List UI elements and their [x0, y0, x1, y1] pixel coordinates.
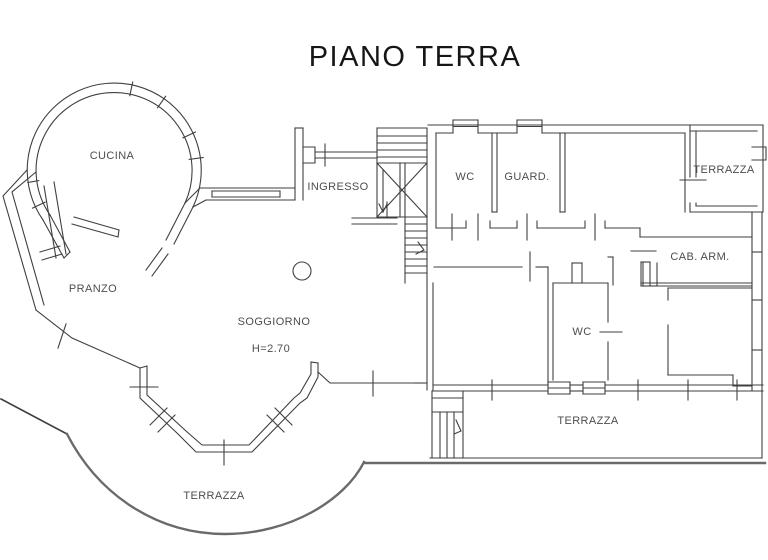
room-label-cabina-armadio: CAB. ARM.: [670, 251, 729, 263]
room-label-soggiorno: SOGGIORNO: [238, 316, 311, 328]
lower-rooms-walls: [432, 211, 764, 401]
main-staircase: [376, 127, 428, 284]
room-label-cucina: CUCINA: [90, 150, 135, 162]
ingresso-walls: [184, 127, 398, 225]
column-circle: [292, 261, 312, 281]
terrace-ne-walls: [679, 124, 767, 213]
plan-title: PIANO TERRA: [309, 41, 522, 73]
soggiorno-walls: [129, 261, 428, 466]
pranzo-walls: [2, 169, 141, 369]
room-label-pranzo: PRANZO: [69, 283, 117, 295]
room-label-wc-2: WC: [572, 326, 591, 338]
right-wing-walls: [426, 119, 764, 391]
room-label-terrazza-ne: TERRAZZA: [693, 164, 755, 176]
room-label-ingresso: INGRESSO: [307, 181, 368, 193]
terrace-west-outline: [0, 397, 366, 536]
room-label-wc-1: WC: [455, 171, 474, 183]
room-label-terrazza-sud: TERRAZZA: [557, 415, 619, 427]
room-label-terrazza-ovest: TERRAZZA: [183, 490, 245, 502]
outdoor-staircase: [431, 390, 464, 459]
terrace-south-walls: [362, 390, 767, 465]
labels: PIANO TERRA CUCINA PRANZO SOGGIORNO H=2.…: [69, 41, 755, 502]
room-label-guardaroba: GUARD.: [504, 171, 549, 183]
kitchen-walls: [26, 81, 204, 277]
ceiling-height-note: H=2.70: [252, 343, 290, 355]
